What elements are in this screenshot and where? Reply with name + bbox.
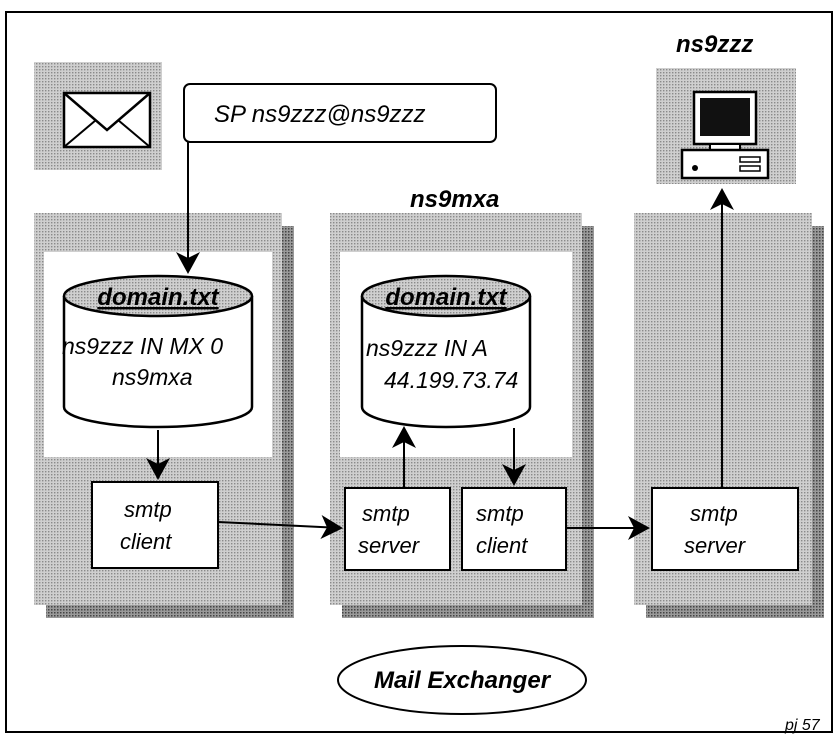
arrow-client-left-to-server-mid	[217, 515, 343, 540]
db-mid-line2: 44.199.73.74	[384, 367, 518, 393]
address-label: SP ns9zzz@ns9zzz	[214, 101, 426, 128]
client-mid-line1: smtp	[476, 501, 524, 526]
smtp-client-left: smtp client	[91, 481, 219, 569]
host-right: ns9zzz smtp server	[634, 31, 824, 618]
database-left: domain.txt ns9zzz IN MX 0 ns9mxa	[62, 274, 254, 429]
host-mid-name: ns9mxa	[410, 186, 499, 213]
db-mid-title: domain.txt	[385, 284, 507, 311]
db-left-title: domain.txt	[97, 284, 219, 311]
database-mid: domain.txt ns9zzz IN A 44.199.73.74	[360, 274, 532, 429]
computer-icon	[680, 90, 770, 180]
server-right-line2: server	[684, 533, 747, 558]
envelope-icon	[62, 91, 152, 149]
db-left-line1: ns9zzz IN MX 0	[62, 333, 223, 359]
client-left-line2: client	[120, 529, 172, 554]
db-mid-line1: ns9zzz IN A	[366, 335, 488, 361]
server-mid-line1: smtp	[362, 501, 410, 526]
host-right-name: ns9zzz	[676, 31, 753, 58]
flow-arrows	[146, 142, 734, 540]
smtp-server-right: smtp server	[651, 487, 799, 571]
caption: Mail Exchanger	[337, 645, 587, 715]
client-mid-line2: client	[476, 533, 528, 558]
server-right-line1: smtp	[690, 501, 738, 526]
caption-label: Mail Exchanger	[374, 667, 552, 694]
server-mid-line2: server	[358, 533, 421, 558]
address-box: SP ns9zzz@ns9zzz	[183, 83, 497, 143]
host-left: domain.txt ns9zzz IN MX 0 ns9mxa smtp cl…	[34, 213, 294, 618]
db-left-line2: ns9mxa	[112, 364, 193, 390]
smtp-server-mid: smtp server	[344, 487, 451, 571]
smtp-client-mid: smtp client	[461, 487, 567, 571]
message-block	[34, 62, 162, 170]
client-left-line1: smtp	[124, 497, 172, 522]
page-ref: pj 57	[784, 717, 821, 734]
host-mid: ns9mxa domain.txt ns9zzz IN A 44.199.73.…	[330, 186, 594, 618]
